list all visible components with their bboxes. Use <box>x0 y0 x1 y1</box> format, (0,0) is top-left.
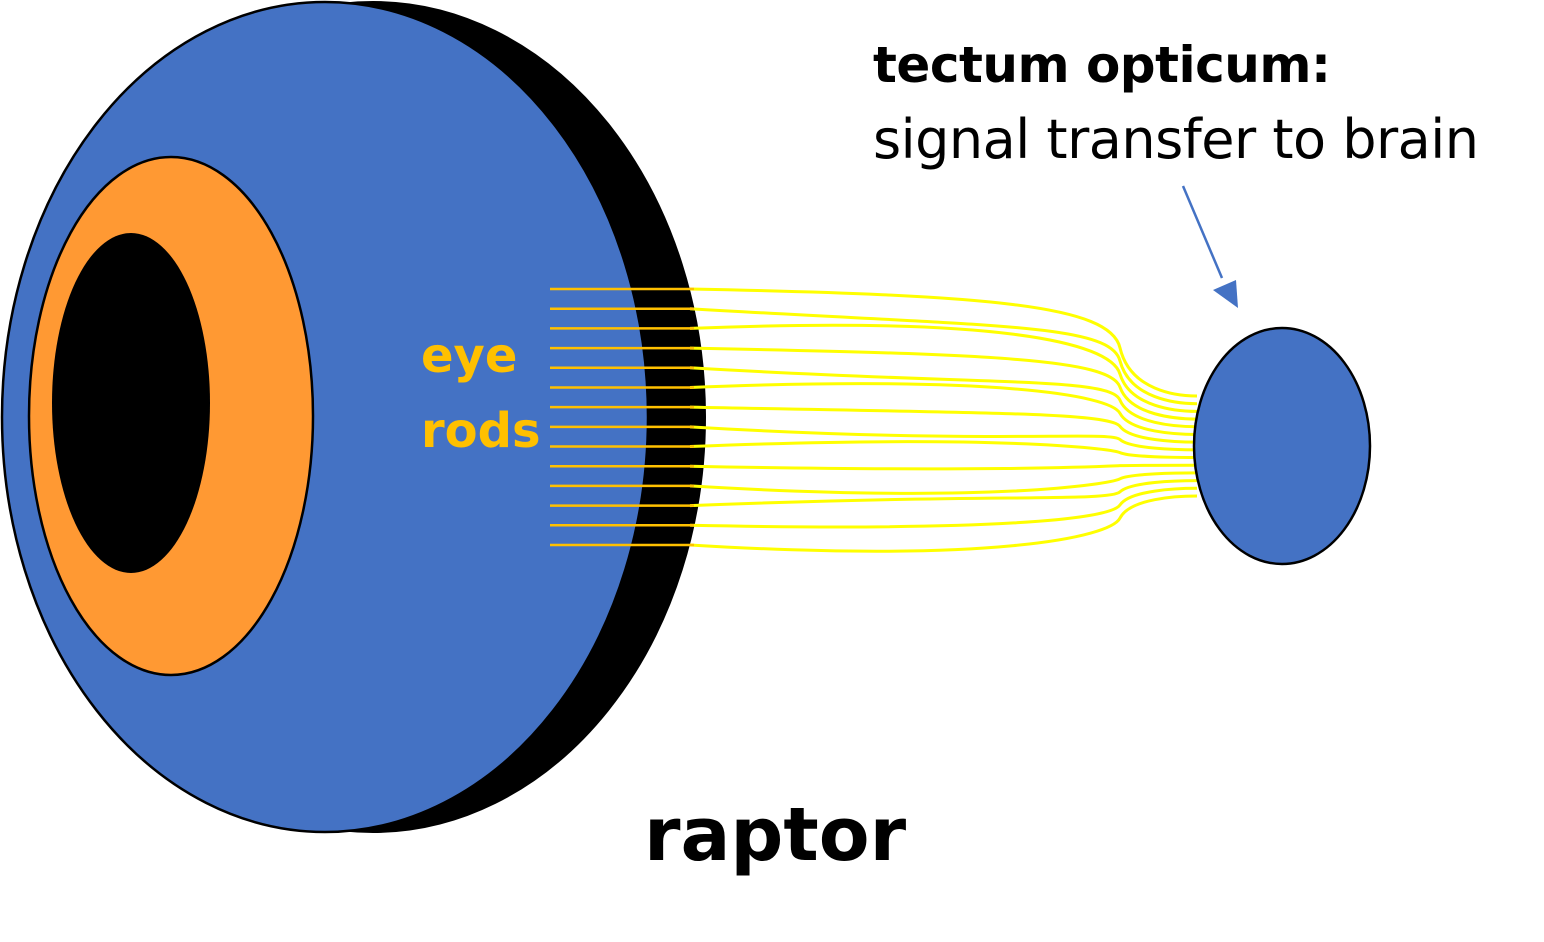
nerve-fiber <box>689 479 1198 508</box>
nerve-fiber <box>689 494 1198 553</box>
optic-nerve-fibers <box>689 287 1198 553</box>
nerve-fiber <box>689 366 1198 429</box>
nerve-fiber <box>689 323 1198 413</box>
nerve-fiber <box>689 405 1198 444</box>
nerve-fiber <box>689 287 1198 398</box>
nerve-fiber <box>689 382 1198 436</box>
rods-label-line2: rods <box>421 403 541 459</box>
nerve-fiber <box>689 440 1198 460</box>
nerve-fiber <box>689 486 1198 529</box>
eye-rods <box>550 287 694 547</box>
nerve-fiber <box>689 346 1198 421</box>
pupil <box>52 233 210 573</box>
nerve-fiber <box>689 463 1198 471</box>
pointer-arrow-head <box>1213 280 1238 308</box>
rods-label-line1: eye <box>421 328 518 384</box>
tectum-title: tectum opticum: <box>873 36 1331 94</box>
tectum-opticum <box>1192 326 1372 566</box>
tectum-subtitle: signal transfer to brain <box>873 108 1479 171</box>
pointer-arrow-shaft <box>1181 185 1224 279</box>
nerve-fiber <box>689 471 1198 495</box>
nerve-fiber <box>689 425 1198 452</box>
nerve-fiber <box>689 307 1198 406</box>
animal-label: raptor <box>644 792 907 878</box>
